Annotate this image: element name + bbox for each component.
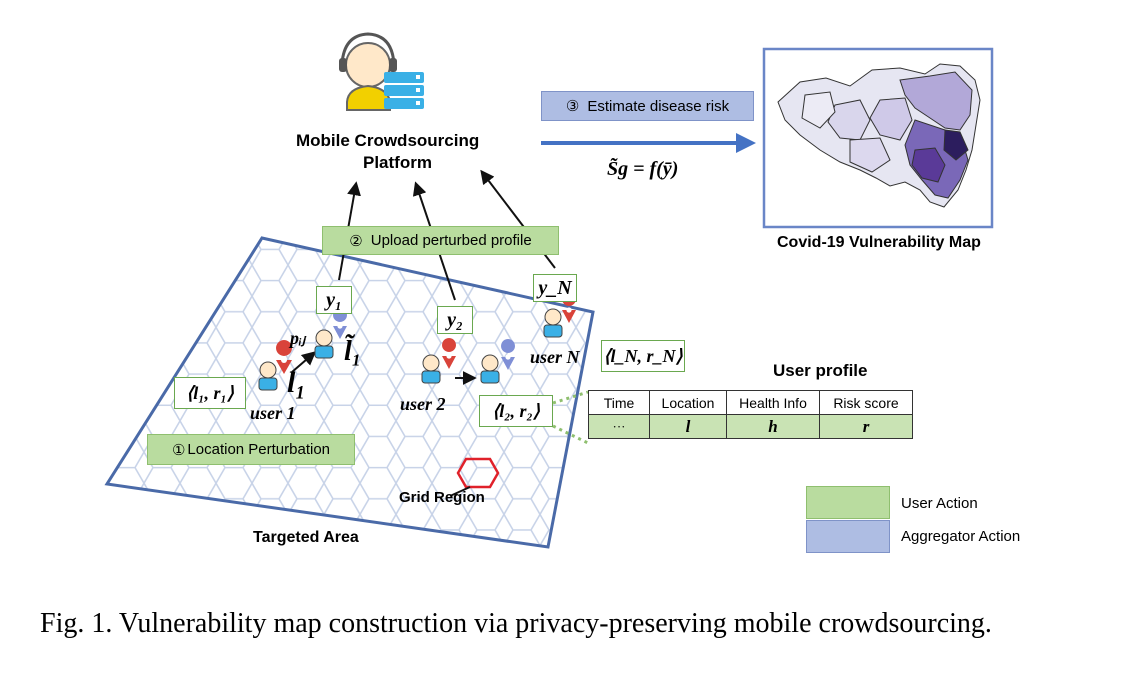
legend-user-action-swatch — [806, 486, 890, 519]
risk-formula: S̃g = f(ȳ) — [607, 158, 679, 180]
perturbation-step-box: ① Location Perturbation — [147, 434, 355, 465]
user-profile-header-health: Health Info — [726, 390, 820, 415]
user-profile-value-location: l — [649, 414, 727, 439]
user-profile-value-row: ··· l h r — [588, 414, 913, 439]
user-profile-header-time: Time — [588, 390, 650, 415]
upload-step-label: Upload perturbed profile — [370, 232, 532, 249]
map-title: Covid-19 Vulnerability Map — [777, 234, 981, 251]
report-y1: y₁ — [316, 286, 352, 314]
user2-icon — [421, 354, 441, 384]
upload-step-number: ② — [349, 232, 363, 250]
user-profile-value-time: ··· — [588, 414, 650, 439]
estimate-step-label: Estimate disease risk — [587, 97, 730, 115]
user1-perturbed-icon — [314, 329, 334, 359]
perturbation-step-number: ① — [171, 441, 186, 459]
estimate-step-number: ③ — [565, 98, 580, 115]
legend-user-action-label: User Action — [901, 495, 978, 512]
profile-user1: ⟨l₁, r₁⟩ — [174, 377, 246, 409]
user-profile-header-risk: Risk score — [819, 390, 913, 415]
platform-title-line2: Platform — [363, 153, 432, 172]
profile-connectors — [552, 390, 589, 445]
targeted-area-label: Targeted Area — [253, 529, 359, 546]
perturbed-location-label: l̃₁ — [344, 336, 362, 367]
user2-original-pin-icon — [442, 338, 457, 369]
vulnerability-map — [762, 47, 994, 229]
report-y2: y₂ — [437, 306, 473, 334]
profile-user2: ⟨l₂, r₂⟩ — [479, 395, 553, 427]
headset-person-icon — [339, 32, 397, 111]
perturbation-step-label: Location Perturbation — [187, 441, 331, 458]
legend-aggregator-action-swatch — [806, 520, 890, 553]
report-yN: y_N — [533, 274, 577, 302]
upload-step-box: ② Upload perturbed profile — [322, 226, 559, 255]
profile-userN: ⟨l_N, r_N⟩ — [601, 340, 685, 372]
server-icon — [384, 72, 424, 109]
grid-region-label: Grid Region — [399, 489, 485, 506]
userN-icon — [543, 308, 563, 338]
userN-label: user N — [530, 347, 580, 367]
user-profile-header-row: Time Location Health Info Risk score — [588, 390, 913, 415]
figure-caption: Fig. 1. Vulnerability map construction v… — [40, 608, 992, 639]
user-profile-value-risk: r — [819, 414, 913, 439]
user1-label: user 1 — [250, 403, 296, 423]
user-profile-header-location: Location — [649, 390, 727, 415]
user-profile-value-health: h — [726, 414, 820, 439]
perturb-probability-label: pᵢⱼ — [290, 328, 306, 348]
user2-perturbed-icon — [480, 354, 500, 384]
estimate-step-box: ③ Estimate disease risk — [541, 91, 754, 121]
original-location-label: l₁ — [287, 366, 306, 399]
platform-title-line1: Mobile Crowdsourcing — [296, 131, 480, 150]
user-profile-title: User profile — [773, 361, 868, 380]
perturb-arrow — [291, 351, 317, 373]
user2-perturbed-pin-icon — [501, 339, 516, 370]
legend-aggregator-action-label: Aggregator Action — [901, 528, 1021, 545]
user2-label: user 2 — [400, 394, 446, 414]
user1-icon — [258, 361, 278, 391]
user-profile-table: Time Location Health Info Risk score ···… — [588, 390, 913, 439]
grid-region-hexagon — [449, 457, 500, 497]
user1-perturbed-pin-icon — [333, 308, 348, 339]
user1-original-pin-icon — [276, 340, 293, 374]
